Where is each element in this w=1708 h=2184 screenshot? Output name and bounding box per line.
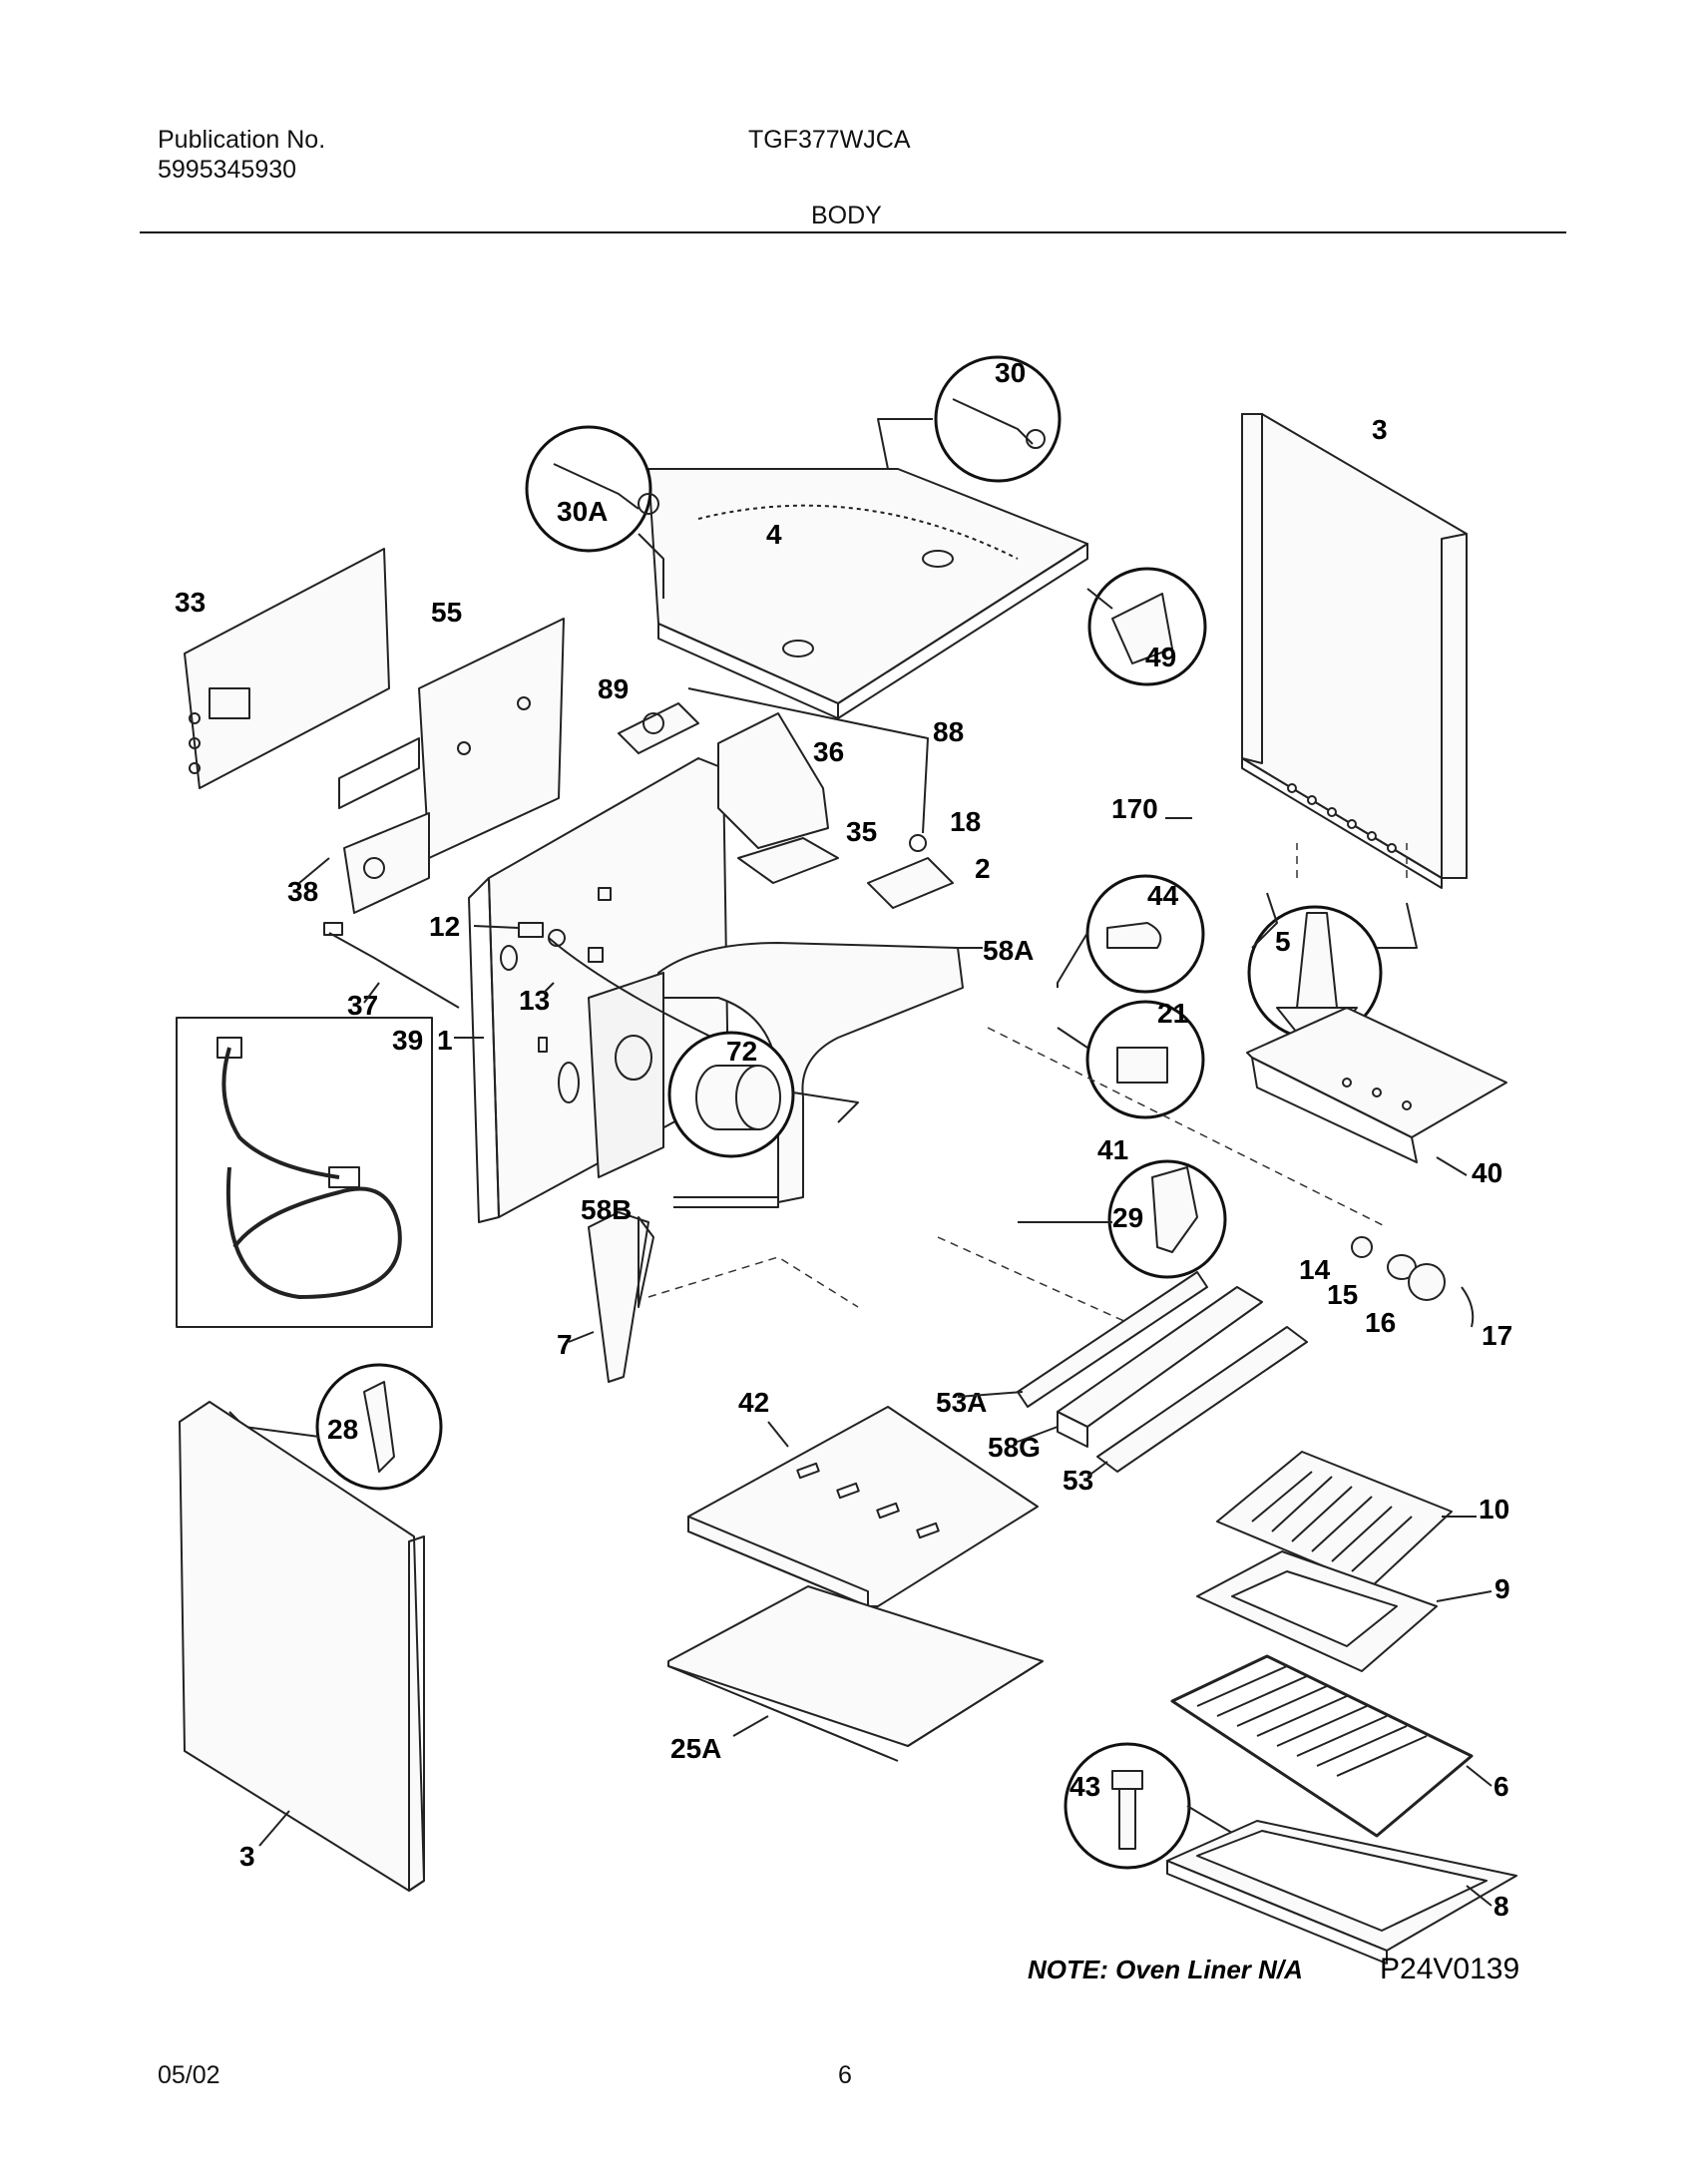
bracket-36 — [717, 712, 829, 849]
oven-cavity-wrapper — [588, 942, 964, 1208]
callout-44: 44 — [1147, 880, 1179, 911]
callout-9: 9 — [1494, 1573, 1510, 1604]
callout-170: 170 — [1111, 793, 1158, 824]
top-panel — [647, 468, 1088, 719]
callout-37: 37 — [347, 990, 378, 1021]
rail-53 — [1096, 1326, 1308, 1473]
callout-30: 30 — [995, 357, 1026, 388]
callout-2: 2 — [975, 853, 991, 884]
callout-42: 42 — [738, 1387, 769, 1418]
broiler-grid-10 — [1216, 1451, 1453, 1587]
callout-3-right: 3 — [1372, 414, 1388, 445]
switch-18-2 — [867, 834, 954, 909]
callout-55: 55 — [431, 597, 462, 628]
callout-12: 12 — [429, 911, 460, 942]
callout-8: 8 — [1494, 1891, 1509, 1922]
callout-43: 43 — [1069, 1771, 1100, 1802]
callout-10: 10 — [1479, 1494, 1509, 1525]
light-assembly — [1351, 1236, 1475, 1328]
drawing-code: P24V0139 — [1380, 1953, 1519, 1985]
burner-frame-25a — [667, 1585, 1044, 1762]
page-number: 6 — [838, 2061, 852, 2089]
callout-29: 29 — [1112, 1202, 1143, 1233]
valve-89 — [618, 702, 699, 754]
oven-liner-note: NOTE: Oven Liner N/A — [1028, 1955, 1303, 1984]
harness-37 — [323, 922, 460, 1009]
wire-88 — [687, 687, 929, 834]
section-title: BODY — [811, 202, 882, 229]
hinge-7 — [588, 1211, 654, 1383]
floor-panel-40 — [1246, 1007, 1507, 1163]
callout-49: 49 — [1145, 642, 1176, 672]
side-panel-left — [179, 1401, 425, 1892]
callout-28: 28 — [327, 1414, 358, 1445]
callout-18: 18 — [950, 806, 981, 837]
callout-72: 72 — [726, 1036, 757, 1067]
power-cord-box — [176, 1017, 433, 1328]
callout-15: 15 — [1327, 1279, 1358, 1310]
callout-3-left: 3 — [239, 1841, 255, 1872]
publication-label: Publication No. — [158, 126, 326, 154]
callout-53a: 53A — [936, 1387, 987, 1418]
callout-58a: 58A — [983, 935, 1034, 966]
publication-number: 5995345930 — [158, 156, 297, 184]
rear-panel-cover — [184, 548, 390, 789]
side-panel-right — [1241, 413, 1468, 889]
callout-39: 39 — [392, 1025, 423, 1056]
callout-33: 33 — [175, 587, 206, 618]
callout-35: 35 — [846, 816, 877, 847]
callout-36: 36 — [813, 736, 844, 767]
rail-53a — [1017, 1271, 1208, 1408]
oven-rack-6 — [1170, 1654, 1474, 1838]
back-shield — [343, 812, 430, 914]
callout-13: 13 — [519, 985, 550, 1016]
callout-7: 7 — [557, 1329, 573, 1360]
callout-16: 16 — [1365, 1307, 1396, 1338]
callout-30a: 30A — [557, 496, 608, 527]
bracket-35 — [737, 837, 839, 884]
broiler-pan-9 — [1196, 1550, 1438, 1672]
callout-53: 53 — [1063, 1465, 1093, 1496]
callout-14: 14 — [1299, 1254, 1331, 1285]
callout-5: 5 — [1275, 926, 1291, 957]
footer-date: 05/02 — [158, 2061, 220, 2089]
callout-88: 88 — [933, 716, 964, 747]
callout-25a: 25A — [670, 1733, 721, 1764]
callout-4: 4 — [766, 519, 782, 550]
rear-inner-panel — [338, 618, 565, 859]
callout-1: 1 — [437, 1025, 453, 1056]
body-frame — [468, 757, 729, 1223]
model-number: TGF377WJCA — [748, 126, 911, 154]
bottom-baffle-42 — [687, 1406, 1039, 1607]
callout-21: 21 — [1157, 998, 1188, 1029]
header-rule — [140, 231, 1566, 233]
oven-bottom-8 — [1166, 1820, 1517, 1965]
callout-41: 41 — [1097, 1134, 1128, 1165]
part-12 — [518, 922, 566, 947]
callout-89: 89 — [598, 673, 629, 704]
callout-17: 17 — [1482, 1320, 1512, 1351]
callout-6: 6 — [1494, 1771, 1509, 1802]
rail-58g — [1057, 1286, 1263, 1448]
callout-58b: 58B — [581, 1194, 632, 1225]
detail-circle-30a — [525, 425, 652, 553]
callout-40: 40 — [1472, 1157, 1502, 1188]
